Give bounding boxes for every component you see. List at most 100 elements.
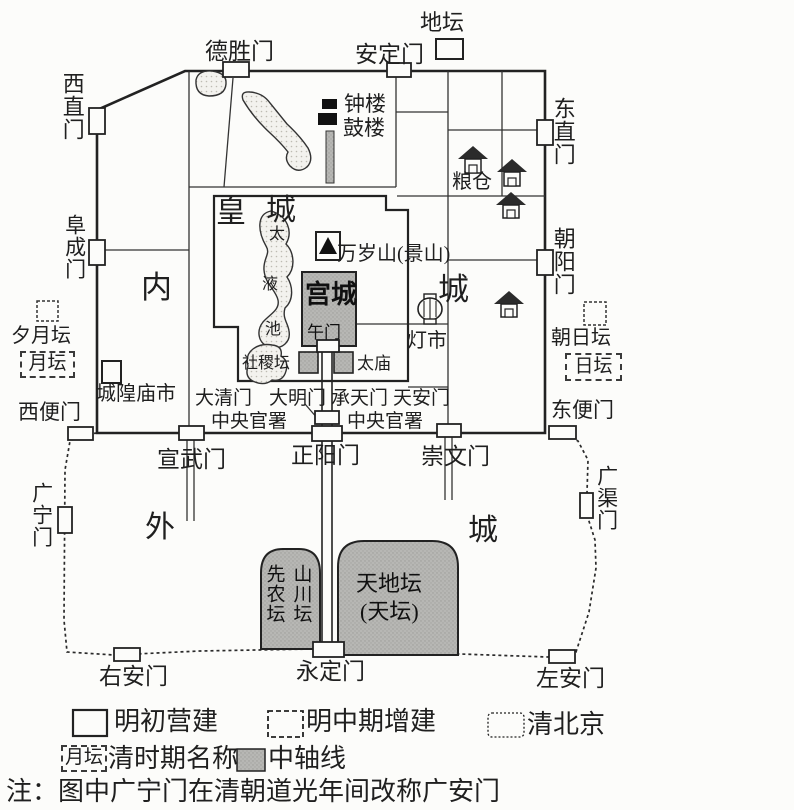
label-yongdingmen: 永定门: [296, 659, 365, 684]
gate-youanmen: [113, 647, 141, 662]
label-chenghuangmiaoshi: 城隍庙市: [96, 383, 176, 405]
gate-xuanwumen: [178, 425, 205, 441]
label-tiantan: (天坛): [360, 599, 419, 624]
gate-wumen: [316, 339, 340, 353]
legend-swatch-qing-beijing: [487, 712, 525, 738]
chaoritan-box: [583, 301, 607, 326]
xiannongtan-block: [260, 548, 321, 650]
label-guangqumen: 广渠门: [594, 465, 619, 531]
label-zhongyangguanshu-east: 中央官署: [347, 411, 424, 432]
gate-chaoyangmen: [536, 249, 554, 276]
label-outer-city-1: 外: [145, 511, 175, 544]
gate-dongzhimen: [536, 119, 554, 146]
label-zhonglou: 钟楼: [344, 92, 386, 116]
chenghuangmiao-box: [101, 360, 122, 384]
label-taiyechi-3: 池: [265, 321, 282, 338]
outer-city-wall: [63, 431, 597, 658]
label-tianditan: 天地坛: [356, 571, 423, 596]
granary-house-icon: [496, 192, 526, 219]
gate-guangqumen: [579, 492, 594, 519]
label-shejitan: 社稷坛: [242, 355, 291, 372]
label-dengshi: 灯市: [407, 330, 447, 352]
lantern-icon: [417, 293, 443, 325]
legend-swatch-ming-mid: [267, 710, 304, 738]
label-inner-city-2: 城: [438, 272, 469, 307]
ritan-box: 日坛: [565, 353, 622, 381]
map-note: 注：图中广宁门在清朝道光年间改称广安门: [6, 777, 501, 806]
label-wansuishan: 万岁山(景山): [337, 243, 451, 265]
legend-swatch-central-axis: [236, 748, 266, 772]
label-yuetan: 月坛: [28, 353, 67, 375]
label-youanmen: 右安门: [99, 664, 168, 689]
label-chengtianmen: 承天门: [331, 388, 389, 409]
central-axis-north-bar: [325, 130, 335, 184]
taimiao-block: [333, 351, 354, 374]
central-axis-road: [321, 350, 333, 643]
label-gulou: 鼓楼: [343, 116, 385, 140]
shejitan-block: [298, 351, 319, 374]
gate-dongbianmen: [548, 425, 577, 440]
gate-guangningmen: [57, 506, 73, 534]
gate-yongdingmen: [312, 641, 345, 658]
gate-deshengmen: [222, 61, 250, 78]
legend-swatch-ming-early: [71, 708, 109, 738]
label-dongbianmen: 东便门: [551, 398, 614, 422]
label-taiyechi-1: 太: [269, 226, 286, 243]
label-chaoyangmen: 朝阳门: [550, 227, 576, 296]
label-chongwenmen: 崇文门: [421, 444, 490, 469]
legend-label-ming-early: 明初营建: [114, 707, 219, 736]
label-deshengmen: 德胜门: [205, 39, 274, 64]
axis-precincts: [260, 271, 459, 656]
gate-fuchengmen: [88, 239, 106, 266]
label-palace-city: 宫城: [305, 280, 358, 309]
granary-icons: [458, 146, 527, 318]
zhonglou-bar: [322, 99, 337, 109]
street-grid: [97, 71, 545, 521]
label-taimiao: 太庙: [357, 354, 391, 373]
label-daqingmen: 大清门: [195, 388, 253, 409]
label-fuchengmen: 阜成门: [62, 214, 87, 280]
label-xuanwumen: 宣武门: [157, 447, 226, 472]
label-xiyuetan: 夕月坛: [11, 325, 71, 347]
label-shanchuantan: 山川坛: [290, 564, 312, 624]
legend-qing-name-sample: 月坛: [64, 747, 103, 769]
legend-label-central-axis: 中轴线: [268, 744, 347, 773]
lake-jishuitan: [195, 70, 227, 97]
gate-xibianmen: [67, 426, 94, 441]
label-liangcang: 粮仓: [452, 171, 492, 193]
gate-boxes: [57, 61, 594, 664]
granary-house-icon: [458, 146, 488, 174]
gate-chongwenmen: [436, 423, 462, 438]
ditan-box: [435, 38, 464, 60]
tianditan-block: [337, 540, 459, 656]
gate-damingmen: [314, 410, 340, 425]
label-zhengyangmen: 正阳门: [291, 443, 360, 468]
label-tiananmen: 天安门: [393, 388, 451, 409]
label-chaoritan: 朝日坛: [551, 327, 611, 349]
label-andingmen: 安定门: [355, 42, 424, 67]
granary-house-icon: [494, 291, 524, 318]
label-guangningmen: 广宁门: [29, 482, 54, 548]
label-zuoanmen: 左安门: [536, 666, 605, 691]
gate-zuoanmen: [548, 649, 576, 664]
imperial-city-wall: [212, 194, 410, 383]
gate-andingmen: [386, 62, 412, 78]
label-xiannongtan: 先农坛: [263, 564, 285, 624]
legend-qing-name-box: 月坛: [61, 745, 107, 772]
wansuishan-icon: [315, 231, 341, 261]
yuetan-box: 月坛: [20, 351, 75, 378]
legend-label-ming-mid: 明中期增建: [306, 707, 437, 736]
label-ritan: 日坛: [574, 355, 613, 377]
gate-zhengyangmen: [311, 425, 343, 442]
lakes: [195, 70, 312, 385]
pond-shejitan: [246, 343, 288, 385]
label-outer-city-2: 城: [468, 514, 498, 547]
label-wumen: 午门: [307, 323, 341, 342]
label-dongzhimen: 东直门: [550, 97, 576, 166]
gulou-bar: [318, 113, 337, 125]
legend-label-qing-beijing: 清北京: [527, 710, 606, 739]
label-imperial-city-2: 城: [266, 194, 296, 227]
legend-label-qing-name: 清时期名称: [108, 744, 239, 773]
